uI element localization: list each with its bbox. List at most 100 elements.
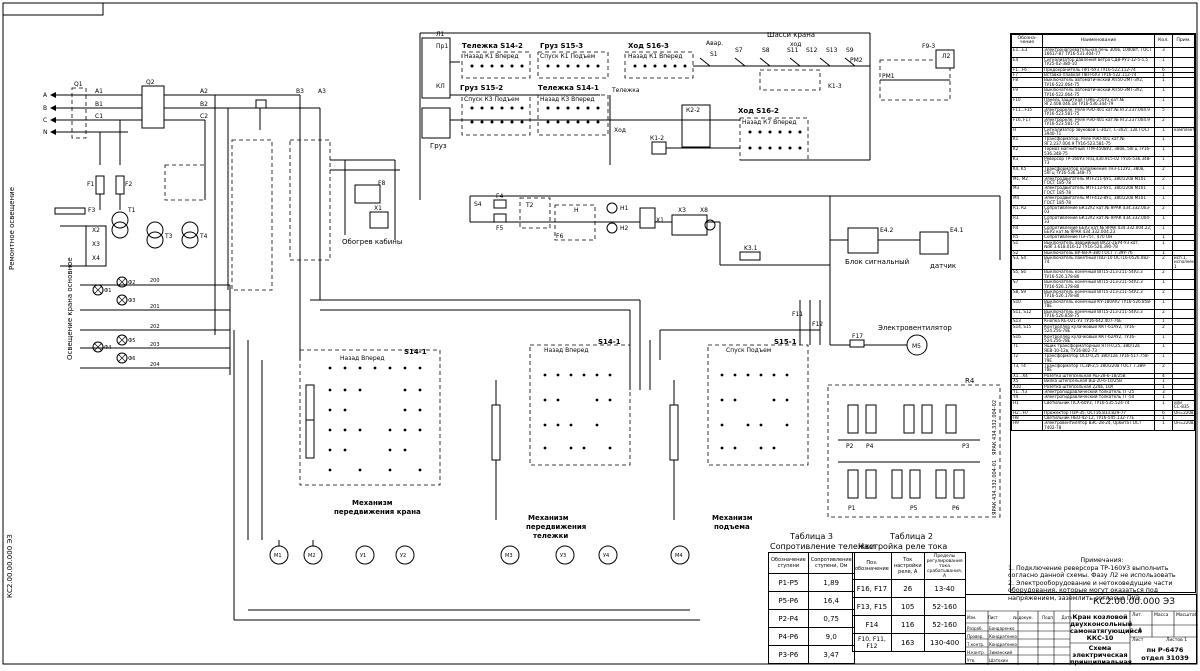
spec-qty: 1 (1153, 279, 1174, 290)
mech-1-caption-a: Механизм (352, 499, 393, 507)
wire-c2: C2 (200, 113, 208, 120)
spec-name: Выключатель конечный КУ-180АУ2 ТУ16-526.… (1042, 298, 1155, 310)
spec-name: Выключатель конечный ВП15-213-211-54У2.3… (1042, 279, 1155, 290)
t3-h1: Сопротивление ступени, Ом (807, 552, 855, 574)
label-k1-3: K1-3 (828, 83, 842, 90)
spec-designation: M3 (1010, 185, 1044, 197)
spec-note (1172, 224, 1195, 236)
r4-side-text-1: ЯРАК 434.332.004-01 (992, 460, 998, 515)
spec-qty: 1 (1153, 333, 1174, 345)
switch-s13: S13 (826, 47, 838, 54)
spec-designation: Y4 (1010, 394, 1044, 401)
spec-note (1172, 308, 1195, 320)
spec-name: Трансформатор ОСО-0,25 380/12в ТУ16-517.… (1042, 353, 1155, 364)
stamp-role-3: Т.контр. (967, 642, 985, 647)
label-f5: F5 (496, 225, 503, 232)
spec-name: Выключатель аварийный ВУ22-2БУ4-У3 кат.№… (1042, 239, 1155, 251)
spec-note (1172, 363, 1195, 374)
stamp-title-3: самонатягующийся (1070, 627, 1142, 635)
lamp-f2: Ф2 (128, 280, 136, 286)
spec-name: Ящик трансформаторный ЯТП-0,25, 380/12в … (1042, 343, 1155, 355)
label-f6: F6 (556, 233, 563, 240)
spec-note (1172, 249, 1195, 257)
spec-designation: S3, S4 (1010, 255, 1044, 271)
spec-name: Электрореле; Реле РЭО-401 кат.№ ЯГ2.237.… (1042, 106, 1155, 118)
wire-b1: B1 (95, 101, 103, 108)
switch-s11: S11 (787, 47, 799, 54)
stamp-org: пн Р-6476 отдел 31039 (1132, 646, 1198, 662)
mech-3-motor-m4: М4 (675, 553, 683, 559)
spec-name: Выключатель автоматический АП50-3МТ-3У2,… (1042, 87, 1155, 99)
mech-2-caption-a: Механизм (528, 514, 569, 522)
stamp-mass: Масса (1154, 613, 1169, 618)
spec-qty: 1 (1153, 77, 1174, 89)
note-1: 1. Подключение реверсора ТР-160У3 выполн… (1008, 564, 1176, 580)
stamp-name-3: Кондратенко (989, 642, 1017, 647)
mech-2-caption-c: тележки (533, 532, 568, 540)
fuse-f1: F1 (87, 181, 94, 188)
stamp-role-5: Утв. (967, 658, 976, 663)
spec-qty: 1 (1153, 383, 1174, 391)
spec-name: Электродвигатель МТF211-6У1, 380/220в М1… (1042, 175, 1155, 187)
fuse-f2: F2 (125, 181, 132, 188)
wire-200: 200 (150, 278, 160, 284)
spec-note: или СС-835 (1172, 399, 1195, 411)
spec-qty: 2 (1153, 255, 1174, 271)
caption-repair-lighting: Ремонтное освещение (8, 187, 16, 270)
spec-qty: 1 (1153, 415, 1174, 422)
spec-designation: H1 (1010, 399, 1044, 411)
spec-note (1172, 343, 1195, 355)
lamp-f6: Ф6 (128, 356, 136, 362)
trans-t4: T4 (199, 233, 208, 240)
spec-designation: S7 (1010, 279, 1044, 290)
spec-name: Электровентилятор ВЭС-28-24, Орбита ГОСТ… (1042, 420, 1155, 432)
label-pr1: Пр1 (436, 43, 448, 50)
spec-note (1172, 333, 1195, 345)
stamp-lit: Лит. (1132, 613, 1143, 618)
spec-qty: 1 (1153, 185, 1174, 197)
table3-subtitle: Сопротивление тележки (770, 542, 876, 551)
ctrl-s14-1-title: Тележка S14-1 (538, 84, 599, 92)
stamp-col-date: Дата (1061, 615, 1072, 620)
label-gruz: Груз (430, 142, 447, 150)
mech-3-ctrl-sub: Спуск Подъем (726, 347, 771, 354)
r4-p2: P2 (846, 443, 854, 450)
label-f4: F4 (496, 193, 503, 200)
spec-qty: 2 (1153, 363, 1174, 374)
ctrl-s16-2-title: Ход S16-2 (738, 107, 779, 115)
label-x3: X3 (678, 207, 686, 214)
spec-note (1172, 288, 1195, 300)
bus-label-c: C (43, 117, 47, 124)
spec-qty: 2 (1153, 175, 1174, 187)
mech-1-ctrl: S14-1 (404, 348, 427, 356)
stamp-code: КС2.00.00.000 ЭЗ (1093, 597, 1175, 607)
supply-bus (50, 85, 321, 375)
spec-designation: F10 (1010, 97, 1044, 108)
spec-name: Трансформатор напряжения ТНЗ-112У2, 380в… (1042, 165, 1155, 177)
wire-201: 201 (150, 304, 160, 310)
conn-x2: X2 (92, 227, 100, 234)
spec-designation: S1 (1010, 239, 1044, 251)
r4-p5: P5 (910, 505, 918, 512)
spec-designation: R4 (1010, 224, 1044, 236)
spec-note: исп.1, исполнение 1 (1172, 255, 1195, 271)
spec-note (1172, 279, 1195, 290)
label-s4: S4 (474, 201, 482, 208)
ctrl-s15-3-sub: Спуск К1 Подъем (540, 53, 595, 60)
wire-a1: A1 (95, 88, 103, 95)
label-t2: T2 (525, 202, 534, 209)
t3-h0: Обозначение ступени (768, 552, 809, 574)
stamp-lit-val: А (1138, 627, 1143, 634)
stamp-name-1: Бондаренко (989, 626, 1015, 631)
spec-name: Сигнализатор давления ветра СДВ-РУ1-12-5… (1042, 56, 1155, 68)
